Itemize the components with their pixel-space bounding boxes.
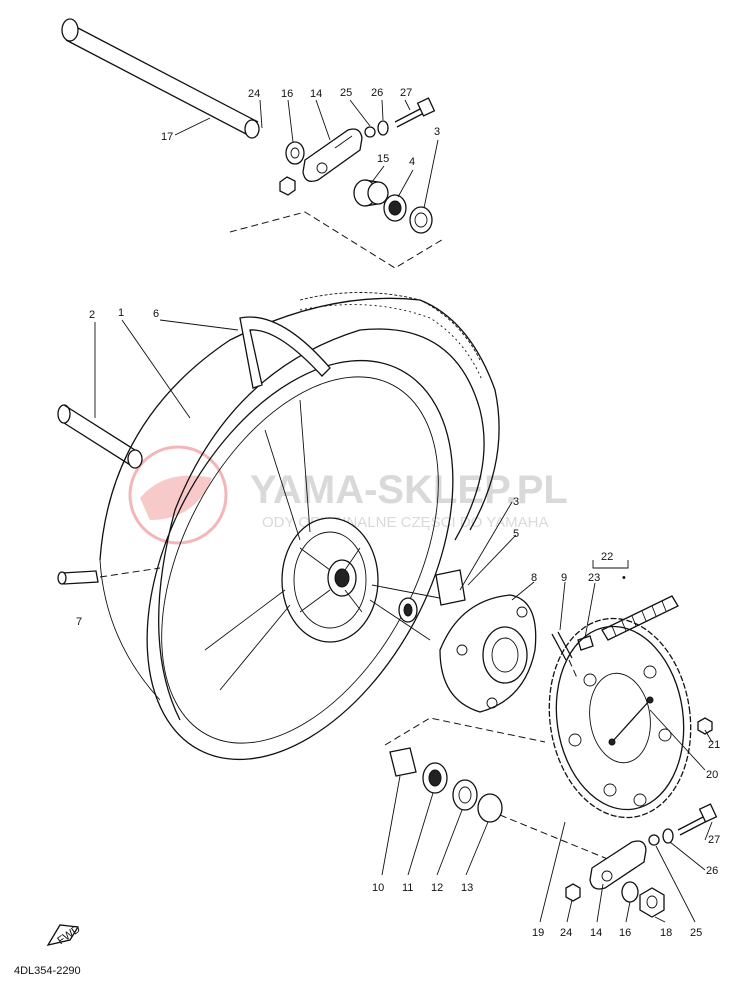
collar-leader [499, 814, 611, 861]
chain-dot: • [622, 572, 626, 584]
lock-washer-23 [577, 635, 594, 651]
leader-lines [94, 99, 713, 923]
valve-leader [99, 567, 161, 578]
bolt-20 [608, 696, 654, 746]
callout-6-rim-band: 6 [153, 308, 159, 320]
callout-17: 17 [161, 131, 173, 143]
bottom-cluster-bracket [384, 717, 546, 746]
callout-9: 9 [561, 572, 567, 584]
callout-20: 20 [706, 769, 718, 781]
bearing-3-hub [398, 597, 418, 623]
callout-16-bottom: 16 [619, 927, 631, 939]
collar-15-top [353, 179, 389, 207]
callout-7: 7 [76, 616, 82, 628]
watermark-brand: YAMA-SKLEP.PL [250, 468, 568, 512]
callout-25-bottom: 25 [690, 927, 702, 939]
callout-3-hub: 3 [513, 496, 519, 508]
nut-21 [697, 717, 713, 735]
callout-19: 19 [532, 927, 544, 939]
callout-24-bottom: 24 [560, 927, 572, 939]
top-cluster-bracket [229, 211, 446, 269]
stud-9 [551, 631, 579, 681]
callout-23: 23 [588, 572, 600, 584]
callout-24-top: 24 [248, 88, 260, 100]
sprocket-19 [548, 617, 692, 819]
seal-12 [452, 779, 478, 811]
seal-3-top [409, 206, 433, 234]
callout-11: 11 [402, 882, 413, 894]
bearing-4-top [383, 194, 407, 222]
callout-5: 5 [513, 528, 519, 540]
callout-14-top: 14 [310, 88, 322, 100]
callout-15: 15 [377, 153, 389, 165]
axle-17 [61, 18, 260, 139]
bolt-27-bottom [677, 803, 718, 836]
nut-25-top [364, 126, 376, 138]
callout-2: 2 [89, 309, 95, 321]
bearing-11 [422, 762, 448, 794]
nut-25-bottom [648, 834, 660, 846]
chain-puller-14-top [302, 128, 363, 183]
callout-13: 13 [461, 882, 473, 894]
nut-24-top [279, 176, 296, 196]
bracket-22 [592, 560, 629, 569]
callout-27-top: 27 [400, 87, 412, 99]
drive-chain-22 [601, 595, 679, 641]
collar-2 [57, 404, 143, 469]
callout-1: 1 [118, 307, 124, 319]
collar-10 [389, 747, 417, 777]
front-direction-marker: FWD [46, 923, 83, 947]
callout-16-top: 16 [281, 88, 293, 100]
callout-12: 12 [431, 882, 443, 894]
callout-labels: 24 16 14 25 26 27 3 4 15 17 2 1 6 7 3 5 … [76, 87, 720, 939]
chain-puller-14-bottom [589, 840, 647, 890]
callout-27-bottom: 27 [708, 834, 720, 846]
callout-14-bottom: 14 [590, 927, 602, 939]
callout-25-top: 25 [340, 87, 352, 99]
diagram-code: 4DL354-2290 [14, 965, 81, 977]
valve-7 [57, 570, 99, 585]
collar-13 [477, 793, 503, 823]
callout-8: 8 [531, 572, 537, 584]
spokes [204, 399, 451, 691]
callout-22: 22 [601, 551, 613, 563]
bolt-27-top [394, 97, 436, 128]
nut-18 [639, 887, 665, 918]
washer-16-bottom [621, 881, 639, 903]
nut-24-bottom [565, 883, 581, 902]
clutch-hub-8 [439, 594, 537, 713]
callout-26-bottom: 26 [706, 865, 718, 877]
spacer-5 [435, 569, 466, 606]
rim-band-6 [239, 316, 331, 389]
tire [99, 292, 500, 721]
washer-26-top [377, 120, 389, 136]
callout-21: 21 [708, 739, 720, 751]
callout-18: 18 [660, 927, 672, 939]
hub [281, 517, 379, 643]
washer-26-bottom [662, 828, 674, 844]
callout-26-top: 26 [371, 87, 383, 99]
callout-10: 10 [372, 882, 384, 894]
watermark-logo [128, 445, 228, 545]
callout-3-top: 3 [434, 126, 440, 138]
washer-16-top [285, 141, 305, 165]
callout-4-top: 4 [409, 156, 415, 168]
